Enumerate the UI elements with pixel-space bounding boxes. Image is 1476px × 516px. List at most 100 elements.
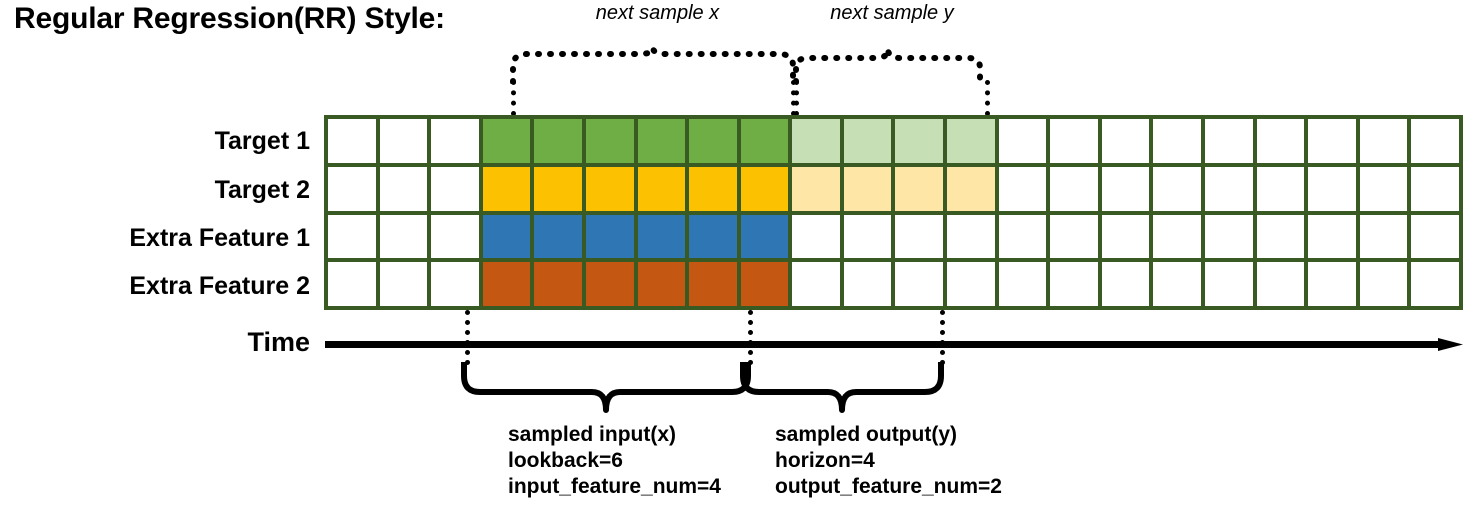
brace-sampled-output: [740, 362, 944, 413]
grid-cell-r2-c22: [1411, 166, 1459, 211]
grid-cell-r4-c10: [792, 262, 840, 306]
dotted-boundary-input-start: [465, 310, 470, 365]
grid-cell-r2-c19: [1256, 166, 1305, 211]
grid-cell-r4-c4: [482, 262, 531, 306]
grid-cell-r4-c5: [534, 262, 582, 306]
grid-cell-r1-c3: [431, 119, 479, 163]
grid-cell-r4-c17: [1153, 262, 1202, 306]
grid-cell-r4-c21: [1359, 262, 1408, 306]
grid-cell-r3-c5: [534, 214, 582, 259]
grid-cell-r4-c14: [998, 262, 1047, 306]
grid-cell-r3-c20: [1308, 214, 1356, 259]
grid-cell-r2-c7: [637, 166, 686, 211]
grid-cell-r1-c16: [1101, 119, 1150, 163]
brace-sampled-input: [461, 362, 751, 413]
grid-cell-r4-c8: [689, 262, 737, 306]
grid-cell-r3-c10: [792, 214, 840, 259]
grid-cell-r4-c9: [740, 262, 789, 306]
row-label-extra-feature-2: Extra Feature 2: [129, 272, 310, 300]
dotted-boundary-input-end: [748, 310, 753, 365]
grid-cell-r3-c6: [585, 214, 634, 259]
grid-cell-r1-c15: [1050, 119, 1098, 163]
grid-cell-r2-c6: [585, 166, 634, 211]
grid-cell-r3-c18: [1205, 214, 1253, 259]
grid-cell-r4-c16: [1101, 262, 1150, 306]
grid-cell-r2-c10: [792, 166, 840, 211]
grid-cell-r3-c1: [328, 214, 376, 259]
grid-cell-r1-c10: [792, 119, 840, 163]
page-title: Regular Regression(RR) Style:: [14, 2, 445, 35]
grid-cell-r4-c20: [1308, 262, 1356, 306]
grid-cell-r1-c5: [534, 119, 582, 163]
grid-cell-r1-c11: [843, 119, 892, 163]
grid-cell-r4-c2: [379, 262, 428, 306]
timeline-grid: [324, 115, 1463, 310]
grid-cell-r3-c14: [998, 214, 1047, 259]
caption-next-sample-y: next sample y: [830, 2, 954, 24]
grid-cell-r2-c20: [1308, 166, 1356, 211]
grid-cell-r3-c8: [689, 214, 737, 259]
grid-cell-r4-c22: [1411, 262, 1459, 306]
grid-cell-r2-c12: [895, 166, 944, 211]
grid-cell-r3-c22: [1411, 214, 1459, 259]
grid-cell-r4-c18: [1205, 262, 1253, 306]
grid-cell-r3-c16: [1101, 214, 1150, 259]
annotation-input-title: sampled input(x): [508, 423, 677, 446]
time-axis-arrow: [325, 338, 1463, 351]
grid-cell-r1-c8: [689, 119, 737, 163]
grid-cell-r1-c18: [1205, 119, 1253, 163]
dotted-boundary-output-end: [940, 310, 945, 365]
grid-cell-r4-c19: [1256, 262, 1305, 306]
grid-cell-r4-c11: [843, 262, 892, 306]
grid-cell-r3-c21: [1359, 214, 1408, 259]
grid-cell-r2-c3: [431, 166, 479, 211]
grid-cell-r4-c6: [585, 262, 634, 306]
row-label-target-1: Target 1: [214, 127, 310, 155]
grid-cell-r3-c3: [431, 214, 479, 259]
grid-cell-r2-c11: [843, 166, 892, 211]
row-label-extra-feature-1: Extra Feature 1: [129, 224, 310, 252]
annotation-input-lookback: lookback=6: [508, 449, 623, 472]
dotted-brace-next-sample-y: [793, 48, 983, 84]
annotation-output-feature-num: output_feature_num=2: [775, 475, 1002, 498]
grid-cell-r3-c11: [843, 214, 892, 259]
row-label-target-2: Target 2: [214, 176, 310, 204]
grid-cell-r1-c13: [947, 119, 995, 163]
grid-cell-r4-c3: [431, 262, 479, 306]
time-axis-label: Time: [247, 327, 310, 357]
grid-cell-r2-c9: [740, 166, 789, 211]
grid-cell-r1-c19: [1256, 119, 1305, 163]
grid-cell-r2-c16: [1101, 166, 1150, 211]
grid-cell-r1-c6: [585, 119, 634, 163]
dotted-leg-x-start: [511, 80, 516, 116]
grid-cell-r1-c21: [1359, 119, 1408, 163]
grid-cell-r3-c19: [1256, 214, 1305, 259]
grid-cell-r3-c9: [740, 214, 789, 259]
dotted-leg-x-end: [791, 80, 796, 116]
caption-next-sample-x: next sample x: [595, 2, 720, 24]
grid-cell-r1-c7: [637, 119, 686, 163]
grid-cell-r2-c2: [379, 166, 428, 211]
grid-cell-r4-c15: [1050, 262, 1098, 306]
grid-cell-r4-c1: [328, 262, 376, 306]
grid-cell-r3-c7: [637, 214, 686, 259]
annotation-output-title: sampled output(y): [775, 423, 957, 446]
grid-cell-r2-c14: [998, 166, 1047, 211]
grid-cell-r1-c12: [895, 119, 944, 163]
grid-cell-r4-c12: [895, 262, 944, 306]
annotation-input-feature-num: input_feature_num=4: [508, 475, 721, 498]
grid-cell-r1-c4: [482, 119, 531, 163]
grid-cell-r1-c2: [379, 119, 428, 163]
dotted-leg-y-end: [985, 80, 990, 116]
grid-cell-r2-c4: [482, 166, 531, 211]
grid-cell-r4-c7: [637, 262, 686, 306]
grid-cell-r3-c17: [1153, 214, 1202, 259]
grid-cell-r3-c4: [482, 214, 531, 259]
dotted-leg-y-start: [794, 80, 799, 116]
grid-cell-r1-c22: [1411, 119, 1459, 163]
grid-cell-r3-c12: [895, 214, 944, 259]
grid-cell-r2-c13: [947, 166, 995, 211]
grid-cell-r2-c5: [534, 166, 582, 211]
dotted-brace-next-sample-x: [510, 47, 796, 84]
